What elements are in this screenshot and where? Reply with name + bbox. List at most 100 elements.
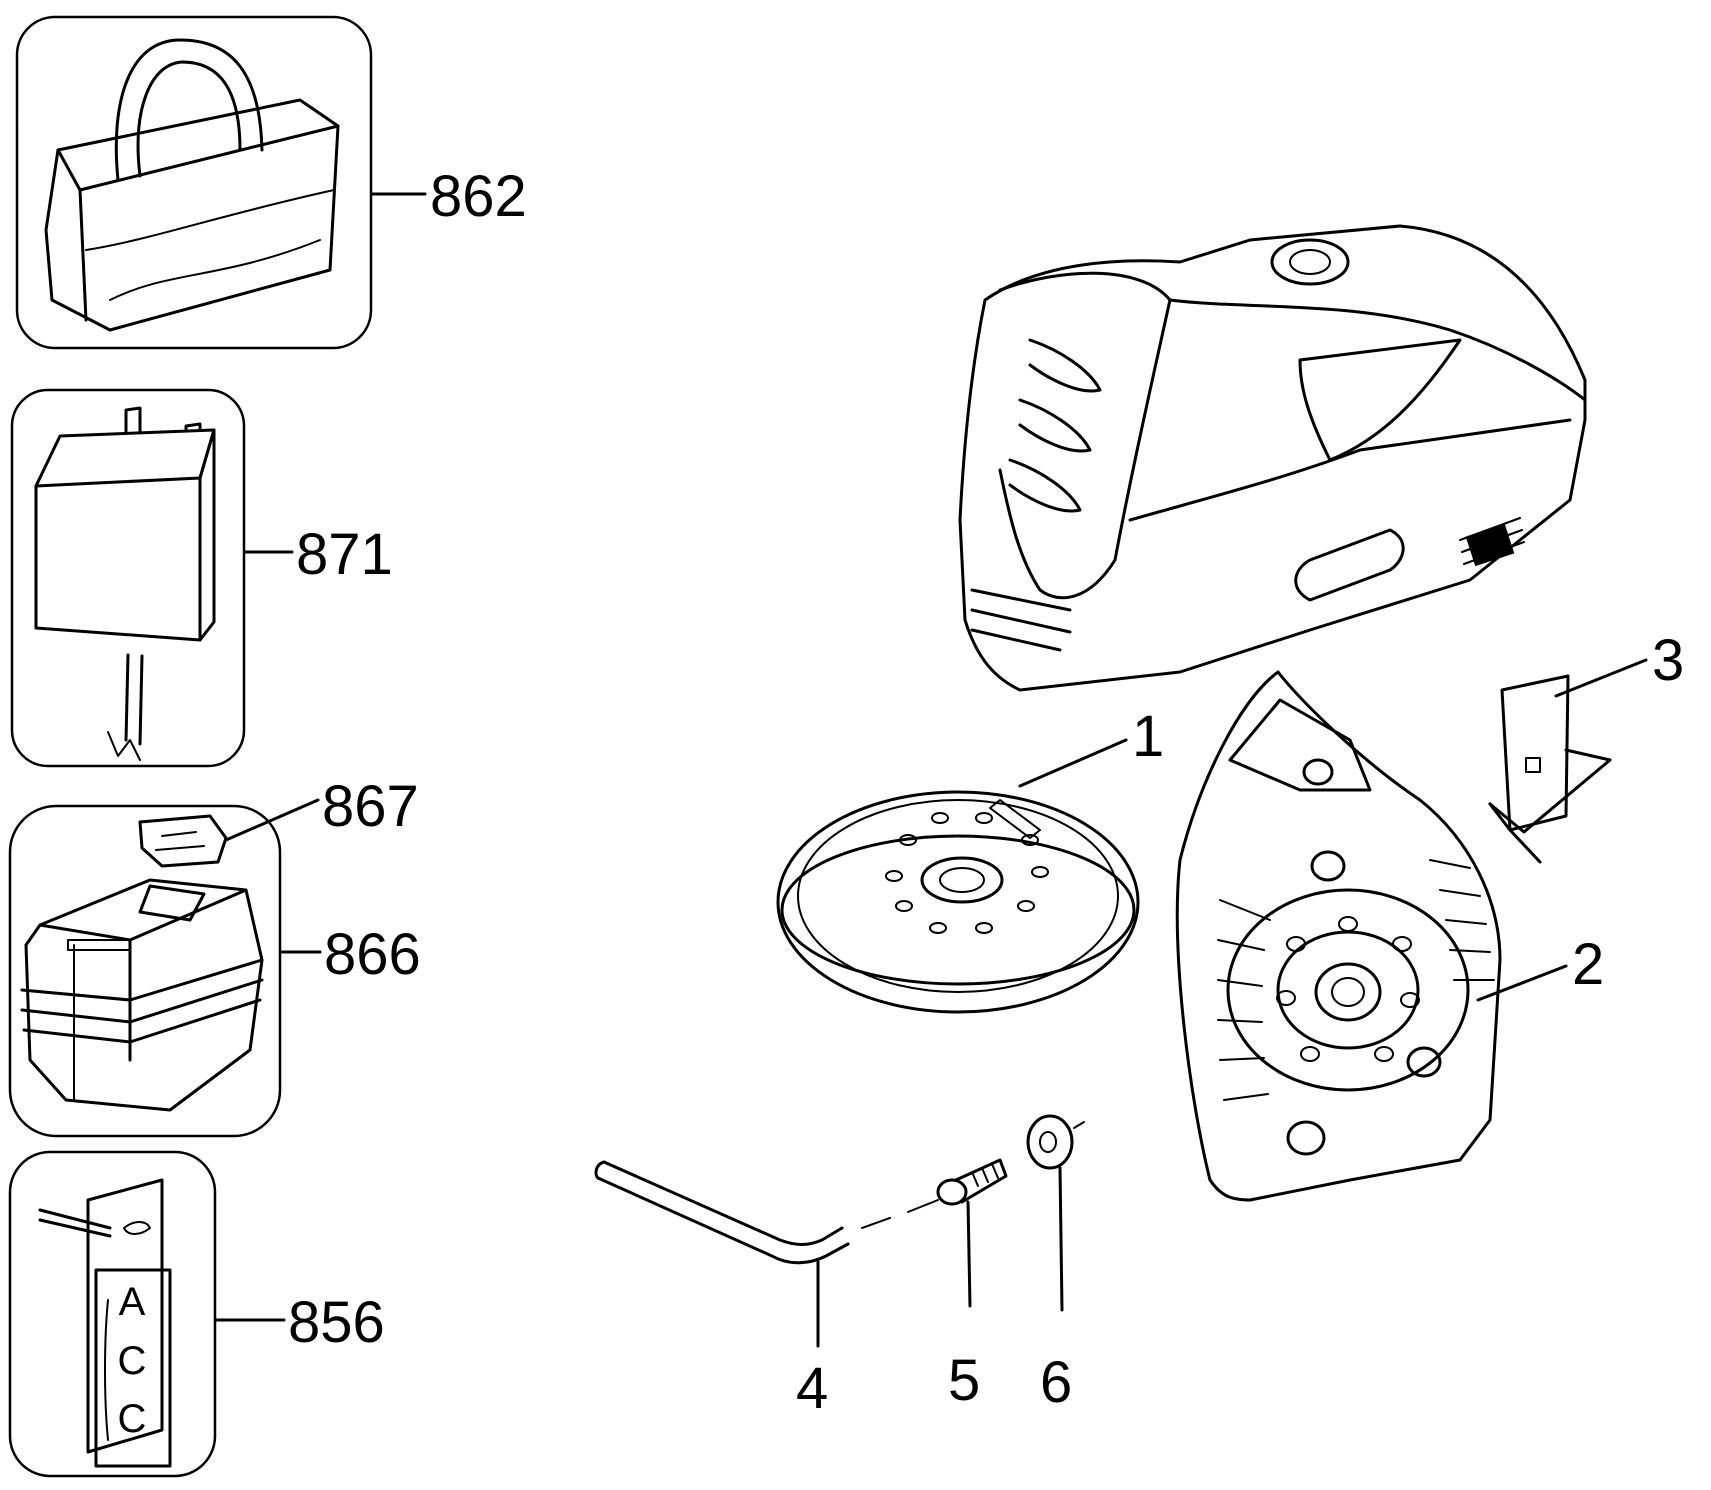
tip-3-base (1488, 748, 1612, 834)
housing-switch-slot (1294, 528, 1405, 602)
pad-2-corner-holes (1286, 758, 1442, 1156)
screw-shank (954, 1158, 1008, 1204)
housing-left-lobe (998, 271, 1172, 600)
card-front (94, 1268, 172, 1468)
charger-cord (124, 653, 144, 746)
housing-side-recess (1298, 338, 1462, 462)
card-hook (38, 1208, 112, 1238)
part-871-charger: 871 (10, 388, 393, 768)
callout-2: 2 (1572, 932, 1604, 997)
callout-871: 871 (296, 522, 393, 587)
sander-housing (958, 224, 1587, 692)
battery-pack (24, 878, 264, 1112)
hex-key-end (594, 1160, 606, 1180)
hex-key-guide (861, 1217, 891, 1229)
card-letter-a: A (119, 1280, 146, 1324)
plug-prong-1 (124, 406, 142, 434)
part-856-card: A C C 856 (8, 1150, 385, 1478)
callout-3: 3 (1652, 628, 1684, 693)
callout-867: 867 (322, 774, 419, 839)
bag-side-edge (56, 148, 88, 322)
housing-front-vents (970, 588, 1072, 652)
frame-856 (8, 1150, 217, 1478)
pad-2-outline (1175, 670, 1502, 1202)
part-4-hex-key: 4 (594, 1160, 891, 1421)
housing-vent-3 (1008, 458, 1082, 513)
washer-hole (1039, 1131, 1057, 1153)
leader-2 (1476, 964, 1568, 1002)
frame-871 (10, 388, 246, 768)
tip-3-base-edge (1488, 802, 1542, 864)
card-shadow (104, 1299, 109, 1441)
part-2-triangle-pad: 2 (1175, 670, 1604, 1202)
bag-handle-inner (136, 60, 242, 178)
part-866-867-battery: 867 866 (8, 774, 421, 1138)
charger-side (198, 428, 216, 642)
callout-866: 866 (324, 922, 421, 987)
hex-key-lower (596, 1176, 850, 1265)
frame-862 (15, 15, 373, 350)
callout-1: 1 (1132, 704, 1164, 769)
card-letter-c2: C (118, 1397, 147, 1441)
pad-1-outer (776, 790, 1140, 1014)
housing-vent-1 (1028, 338, 1102, 393)
part-5-screw: 5 (907, 1158, 1008, 1413)
part-862-bag: 862 (15, 15, 527, 350)
pad-2-hub (1314, 962, 1382, 1022)
leader-1 (1018, 738, 1128, 788)
pad-2-center (1331, 977, 1365, 1007)
washer-guide (1073, 1121, 1085, 1129)
pad-2-right-grooves (1429, 859, 1495, 981)
bag-body (44, 98, 340, 332)
part-6-washer: 6 (1026, 1114, 1085, 1415)
part-3-tip: 3 (1488, 628, 1684, 864)
leader-5 (966, 1200, 972, 1308)
pad-1-center (939, 867, 985, 893)
pad-1-hub (920, 856, 1004, 904)
housing-dial-center (1289, 249, 1331, 275)
bag-fold (85, 189, 335, 251)
plug-prong-2 (184, 422, 202, 432)
battery-clip-867 (138, 814, 228, 868)
tip-3-blade (1500, 674, 1570, 832)
housing-vent-2 (1018, 398, 1092, 453)
bag-handle-outer (114, 38, 264, 182)
card-hang-hole (123, 1221, 151, 1235)
callout-862: 862 (430, 164, 527, 229)
pad-2-holes (1276, 916, 1420, 1062)
battery-clip-slots (155, 831, 205, 851)
pad-1-rim (797, 799, 1119, 993)
pad-2-left-grooves (1217, 899, 1271, 1101)
pad-1-key (989, 799, 1041, 839)
washer-outer (1026, 1114, 1074, 1170)
leader-6 (1058, 1166, 1064, 1312)
screw-head (936, 1178, 968, 1206)
card-letter-c1: C (118, 1339, 147, 1383)
battery-terminals (138, 884, 206, 922)
housing-lower-edge (1128, 418, 1572, 522)
pad-1-base (780, 834, 1136, 986)
pad-2-tip (1228, 698, 1372, 792)
housing-rear-grille (1465, 523, 1515, 567)
tip-3-slot (1525, 757, 1541, 773)
housing-dial (1270, 238, 1350, 286)
callout-4: 4 (796, 1356, 828, 1421)
charger-front (34, 476, 202, 642)
housing-outline (958, 224, 1587, 692)
bag-top-edge (78, 124, 340, 192)
screw-guide (907, 1199, 939, 1213)
hex-key-upper (602, 1160, 844, 1246)
pad-1-holes (885, 812, 1049, 934)
battery-top-edge (38, 888, 248, 942)
callout-856: 856 (288, 1290, 385, 1355)
screw-threads (971, 1163, 999, 1187)
battery-ribs (20, 958, 264, 1044)
leader-3 (1554, 658, 1648, 698)
battery-label (67, 939, 131, 951)
leader-867 (224, 798, 320, 842)
housing-top-ridge (1168, 298, 1587, 402)
cord-break (107, 731, 141, 761)
part-1-round-pad: 1 (776, 704, 1164, 1014)
